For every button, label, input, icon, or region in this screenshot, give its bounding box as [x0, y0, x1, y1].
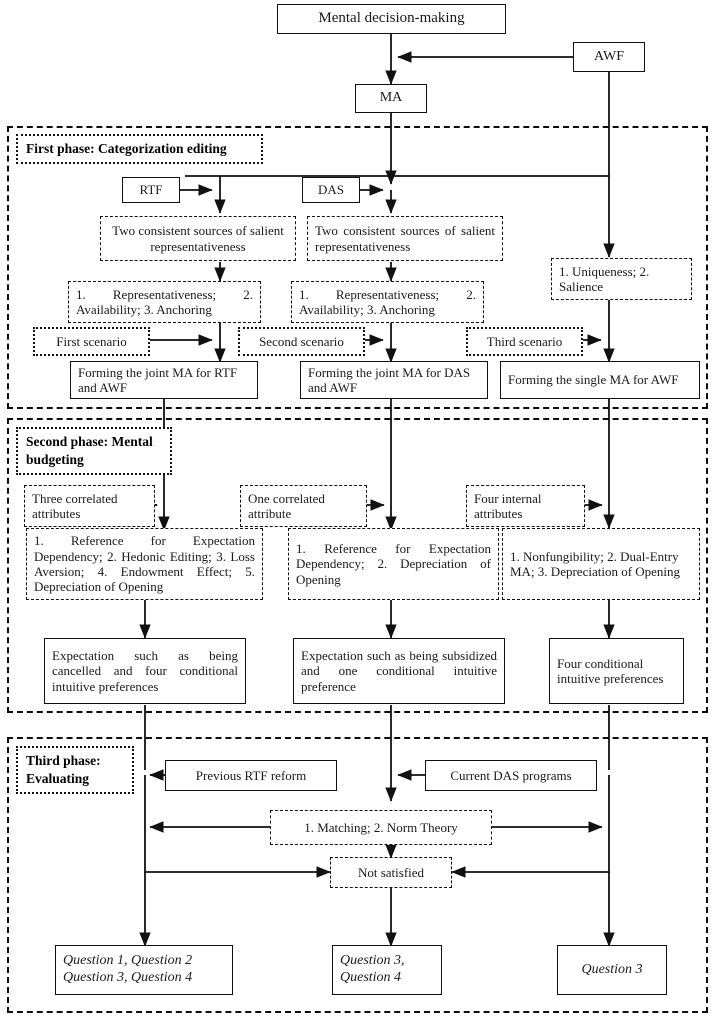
node-current-das-programs[interactable]: Current DAS programs: [425, 760, 597, 791]
node-das[interactable]: DAS: [302, 177, 360, 203]
phase-1-container: [7, 126, 708, 409]
node-attributes-one[interactable]: One correlated attribute: [240, 485, 367, 527]
node-outcome-das-awf[interactable]: Forming the joint MA for DAS and AWF: [300, 361, 488, 399]
phase-2-label: Second phase: Mental budgeting: [16, 427, 172, 475]
node-not-satisfied[interactable]: Not satisfied: [330, 857, 452, 888]
node-label: Mental decision-making: [318, 10, 465, 27]
node-scenario-3[interactable]: Third scenario: [466, 327, 583, 356]
node-previous-rtf-reform[interactable]: Previous RTF reform: [165, 760, 337, 791]
node-principles-four[interactable]: 1. Nonfungibility; 2. Dual-Entry MA; 3. …: [502, 528, 700, 600]
node-sources-rtf[interactable]: Two consistent sources of salient repres…: [100, 216, 296, 261]
node-heuristics-das[interactable]: 1. Representativeness; 2. Availability; …: [291, 281, 484, 323]
node-result-four-conditional[interactable]: Four conditional intuitive preferences: [549, 638, 684, 704]
node-matching-norm-theory[interactable]: 1. Matching; 2. Norm Theory: [270, 810, 492, 845]
phase-1-label: First phase: Categorization editing: [16, 134, 263, 164]
node-questions-right[interactable]: Question 3: [557, 945, 667, 995]
node-mental-decision-making[interactable]: Mental decision-making: [277, 4, 506, 34]
phase-3-label: Third phase: Evaluating: [16, 746, 134, 794]
node-label: MA: [379, 90, 403, 106]
node-label: RTF: [139, 182, 163, 198]
node-awf-traits[interactable]: 1. Uniqueness; 2. Salience: [551, 258, 692, 300]
phase-2-container: [7, 418, 708, 713]
node-principles-one[interactable]: 1. Reference for Expectation Dependency;…: [288, 528, 499, 600]
node-ma[interactable]: MA: [355, 84, 427, 113]
node-label: DAS: [317, 182, 344, 198]
node-outcome-rtf-awf[interactable]: Forming the joint MA for RTF and AWF: [70, 361, 258, 399]
node-awf[interactable]: AWF: [573, 42, 645, 72]
node-attributes-four[interactable]: Four internal attributes: [466, 485, 585, 527]
node-scenario-2[interactable]: Second scenario: [238, 327, 365, 356]
phase-3-container: [7, 737, 708, 1013]
node-rtf[interactable]: RTF: [122, 177, 180, 203]
node-heuristics-rtf[interactable]: 1. Representativeness; 2. Availability; …: [68, 281, 261, 323]
node-questions-mid[interactable]: Question 3, Question 4: [332, 945, 442, 995]
node-outcome-awf[interactable]: Forming the single MA for AWF: [500, 361, 700, 399]
node-scenario-1[interactable]: First scenario: [33, 327, 150, 356]
node-questions-left[interactable]: Question 1, Question 2 Question 3, Quest…: [55, 945, 233, 995]
node-result-subsidized[interactable]: Expectation such as being subsidized and…: [293, 638, 505, 704]
node-sources-das[interactable]: Two consistent sources of salient repres…: [307, 216, 503, 261]
node-principles-three[interactable]: 1. Reference for Expectation Dependency;…: [26, 528, 263, 600]
node-attributes-three[interactable]: Three correlated attributes: [24, 485, 155, 527]
node-result-cancelled[interactable]: Expectation such as being cancelled and …: [44, 638, 246, 704]
node-label: AWF: [594, 48, 624, 64]
